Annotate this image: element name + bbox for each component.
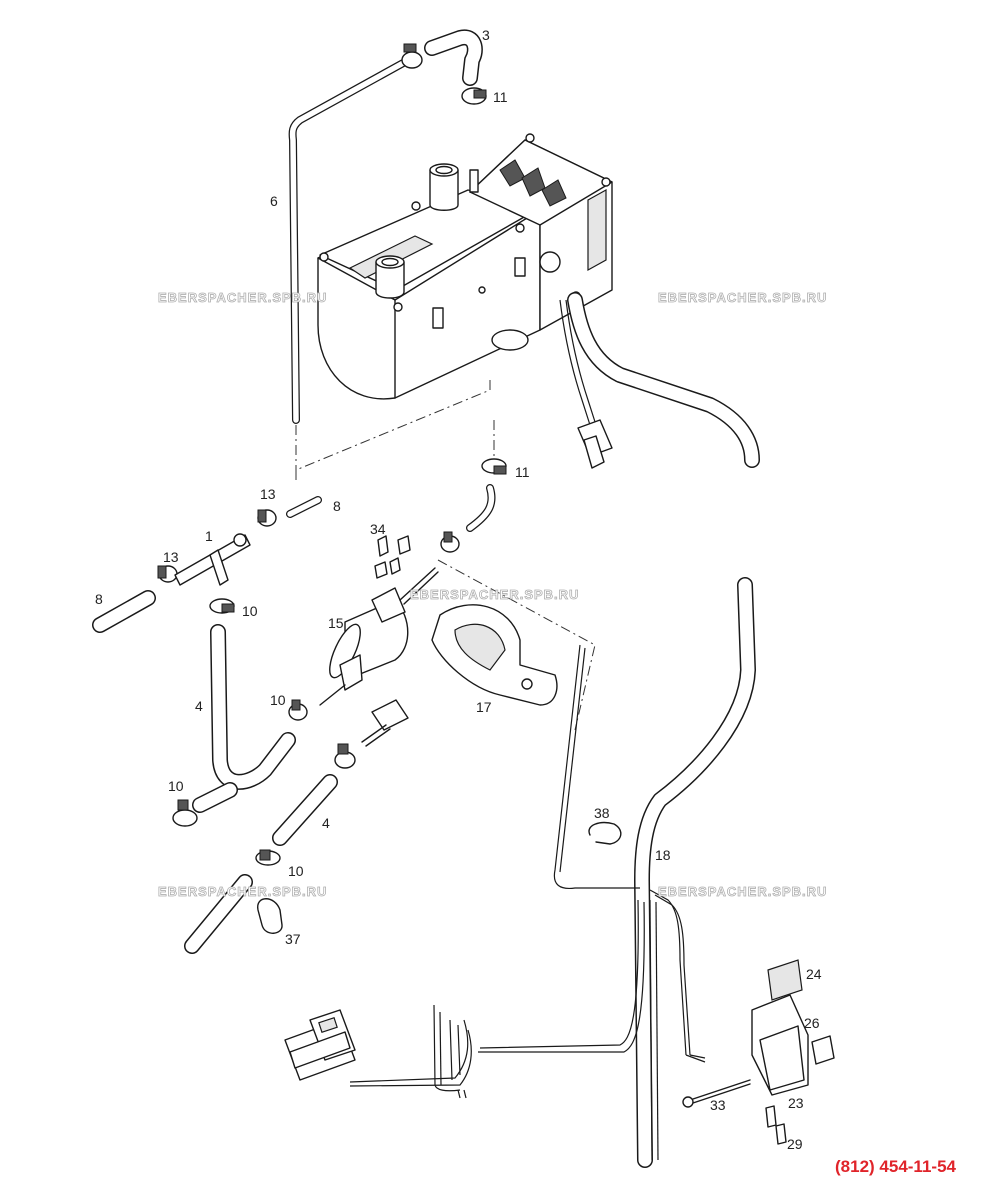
leader-lines [295, 380, 596, 731]
label-11-mid: 11 [515, 464, 530, 480]
label-29: 29 [787, 1136, 803, 1152]
part-6-line [288, 58, 409, 424]
part-1-t-piece [174, 533, 251, 586]
hose-clamps [157, 43, 507, 866]
part-15-fuel-pump [319, 567, 439, 706]
label-38: 38 [594, 805, 610, 821]
label-23: 23 [788, 1095, 804, 1111]
watermark-right-top: EBERSPACHER.SPB.RU [658, 290, 827, 305]
label-17: 17 [476, 699, 492, 715]
watermark-center: EBERSPACHER.SPB.RU [410, 587, 579, 602]
part-34-connector-pins [374, 535, 411, 579]
callout-labels: 3 11 6 11 13 8 34 1 13 8 10 15 4 10 17 1… [95, 27, 822, 1152]
label-11-top: 11 [493, 89, 508, 105]
fuse-holder-assembly [682, 959, 835, 1145]
heater-cable-connector [559, 299, 613, 469]
part-17-pump-bracket [431, 604, 558, 706]
label-26: 26 [804, 1015, 820, 1031]
part-18-wire-harness [349, 577, 756, 1168]
contact-phone[interactable]: (812) 454-11-54 [835, 1157, 957, 1176]
label-15: 15 [328, 615, 344, 631]
label-4-lower: 4 [322, 815, 330, 831]
label-10-b: 10 [270, 692, 286, 708]
label-10-c: 10 [168, 778, 184, 794]
label-24: 24 [806, 966, 822, 982]
part-37-clip [257, 699, 409, 934]
label-13-top: 13 [260, 486, 276, 502]
label-6: 6 [270, 193, 278, 209]
watermark-left-top: EBERSPACHER.SPB.RU [158, 290, 327, 305]
exhaust-pipe [567, 292, 760, 468]
watermarks: EBERSPACHER.SPB.RU EBERSPACHER.SPB.RU EB… [158, 290, 827, 900]
label-10-d: 10 [288, 863, 304, 879]
harness-connector [284, 1009, 356, 1081]
label-8-right: 8 [333, 498, 341, 514]
heater-unit [317, 133, 613, 400]
label-1: 1 [205, 528, 213, 544]
part-4-fuel-line [184, 624, 338, 954]
part-38-ring [588, 821, 622, 845]
label-13-left: 13 [163, 549, 179, 565]
label-18: 18 [655, 847, 671, 863]
watermark-right-bottom: EBERSPACHER.SPB.RU [658, 884, 827, 899]
label-34: 34 [370, 521, 386, 537]
label-10-a: 10 [242, 603, 258, 619]
part-11-bent-hose [466, 484, 496, 532]
label-33: 33 [710, 1097, 726, 1113]
label-8-left: 8 [95, 591, 103, 607]
label-3: 3 [482, 27, 490, 43]
label-4-upper: 4 [195, 698, 203, 714]
label-37: 37 [285, 931, 301, 947]
part-8-tubes [92, 496, 322, 633]
part-3-hose [424, 29, 483, 86]
watermark-left-bottom: EBERSPACHER.SPB.RU [158, 884, 327, 899]
